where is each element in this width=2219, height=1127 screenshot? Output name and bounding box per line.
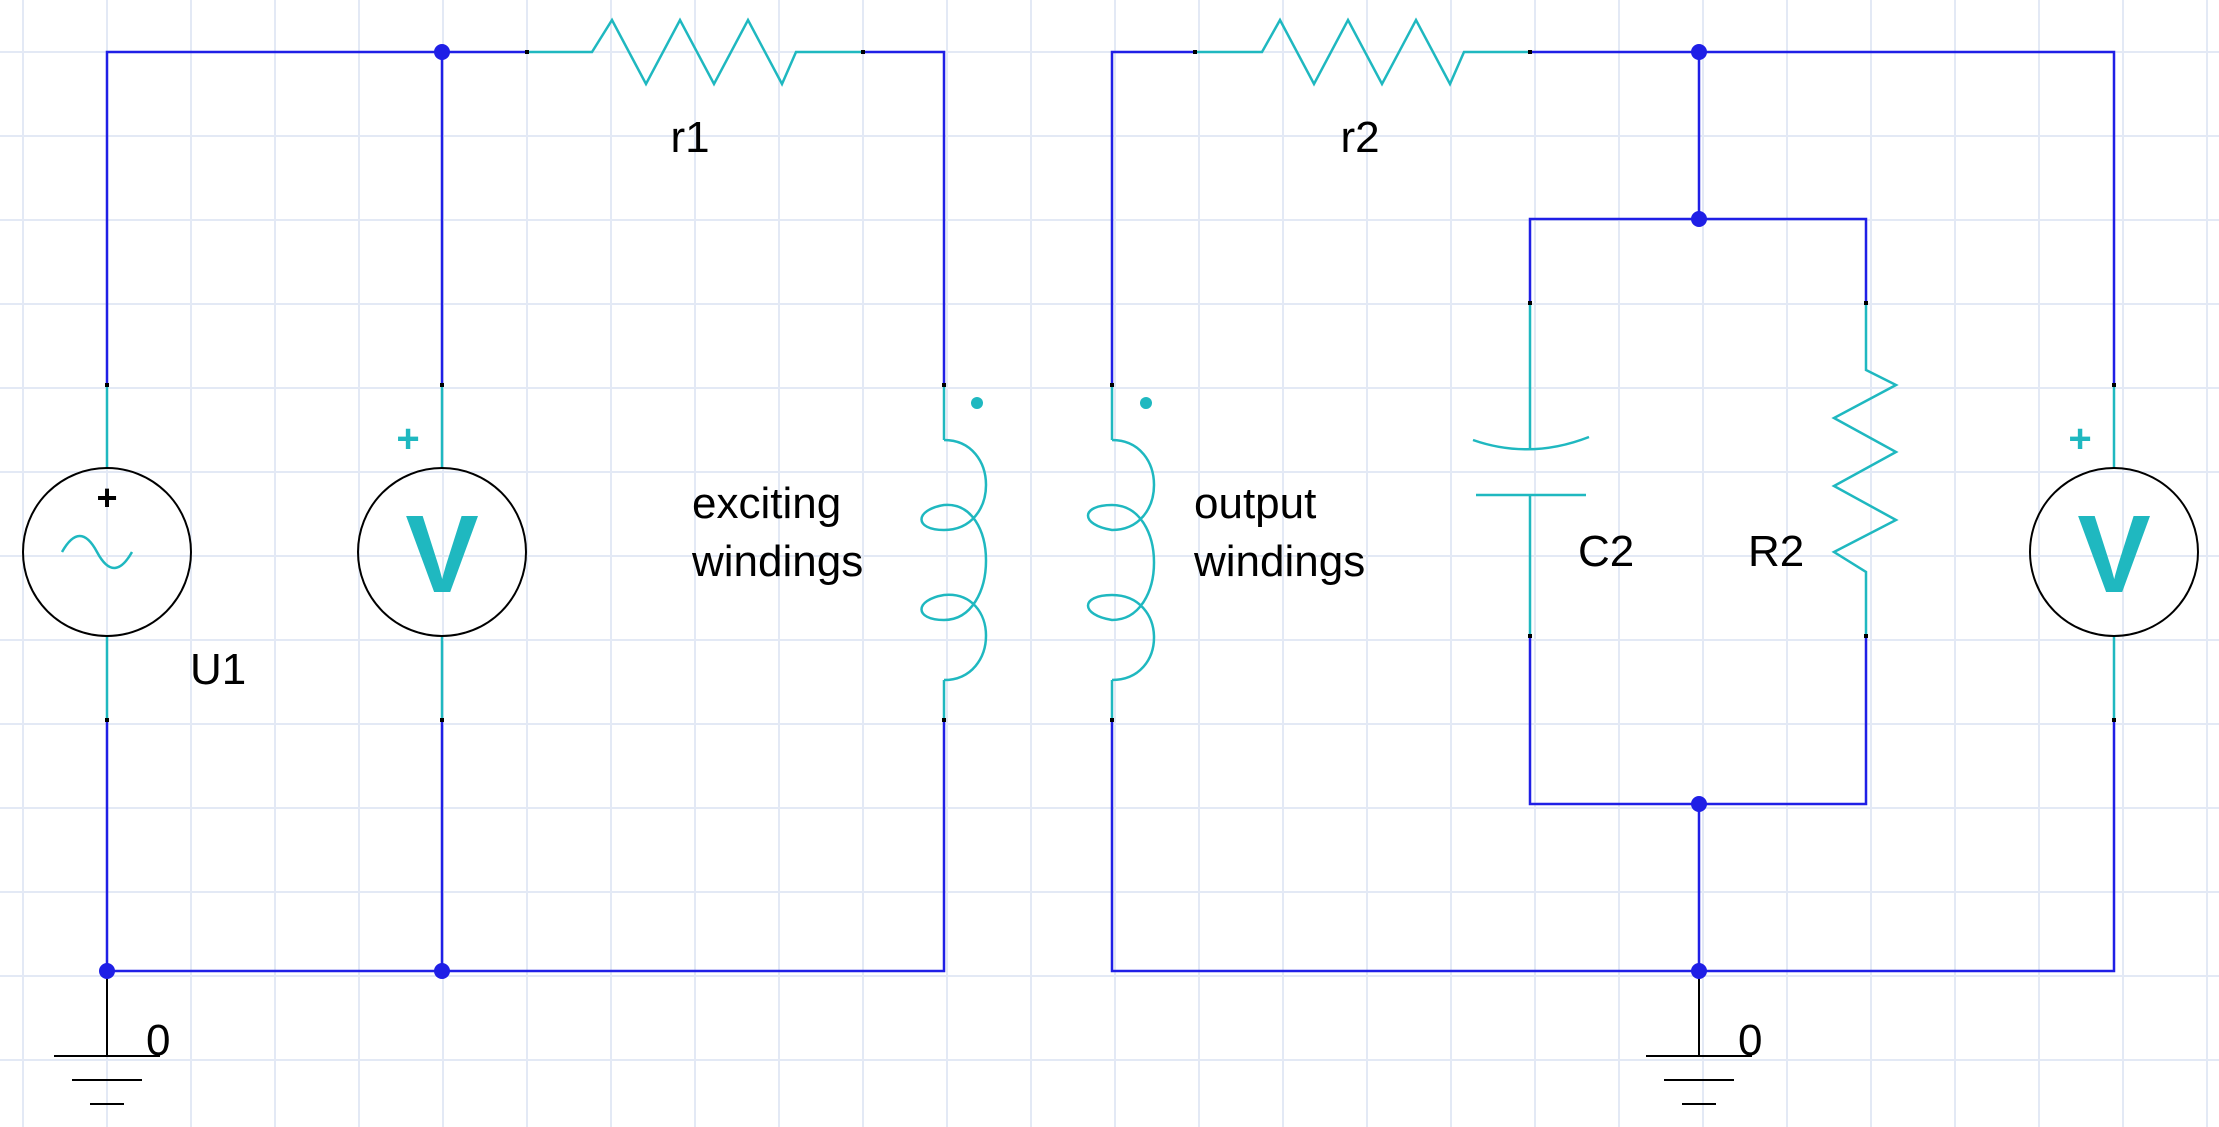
junction-dot	[1691, 211, 1707, 227]
wire-source-top	[105, 50, 527, 385]
exciting-windings-label-2: windings	[691, 537, 863, 586]
junction-dots	[99, 44, 1707, 979]
junction-dot	[434, 963, 450, 979]
big-r2-label: R2	[1748, 527, 1804, 576]
wire-r2-to-right	[1530, 50, 2116, 385]
junction-dot	[1691, 963, 1707, 979]
voltmeter-right[interactable]	[2029, 385, 2199, 720]
junction-dot	[1691, 796, 1707, 812]
junction-dot	[434, 44, 450, 60]
sine-wave-icon	[60, 534, 134, 570]
voltmeter-right-symbol: V	[2077, 493, 2150, 616]
output-windings-label-2: windings	[1193, 537, 1365, 586]
junction-dot	[99, 963, 115, 979]
polarity-dot	[971, 397, 983, 409]
ground-left	[54, 971, 160, 1105]
exciting-winding[interactable]	[920, 385, 988, 720]
ground-right-label: 0	[1738, 1016, 1762, 1065]
voltmeter-left-plus-sign: +	[396, 417, 419, 461]
pin-ticks	[105, 50, 2116, 722]
wire-output-bottom	[1110, 720, 2116, 973]
resistor-big-r2[interactable]	[1831, 303, 1899, 636]
primary-circuit-wires	[105, 50, 946, 973]
r2-label: r2	[1340, 113, 1379, 162]
ground-left-label: 0	[146, 1016, 170, 1065]
wire-parallel-bottom	[1528, 636, 1868, 806]
ground-right	[1646, 971, 1752, 1105]
exciting-windings-label-1: exciting	[692, 479, 841, 528]
voltmeter-left[interactable]	[357, 385, 527, 720]
u1-plus-sign: +	[96, 477, 117, 518]
resistor-r2[interactable]	[1195, 17, 1530, 87]
wire-r1-to-winding	[863, 50, 946, 385]
polarity-dot	[1140, 397, 1152, 409]
voltmeter-right-plus-sign: +	[2068, 417, 2091, 461]
u1-label: U1	[190, 645, 246, 694]
voltmeter-left-symbol: V	[405, 493, 478, 616]
wire-output-top	[1110, 50, 1195, 385]
c2-label: C2	[1578, 527, 1634, 576]
ac-source-u1[interactable]	[22, 385, 192, 720]
output-windings-label-1: output	[1194, 479, 1316, 528]
resistor-r1[interactable]	[527, 17, 863, 87]
wire-parallel-top	[1528, 217, 1868, 303]
capacitor-c2[interactable]	[1472, 303, 1590, 636]
junction-dot	[1691, 44, 1707, 60]
wire-winding-bottom	[107, 720, 946, 973]
output-winding[interactable]	[1086, 385, 1156, 720]
r1-label: r1	[670, 113, 709, 162]
